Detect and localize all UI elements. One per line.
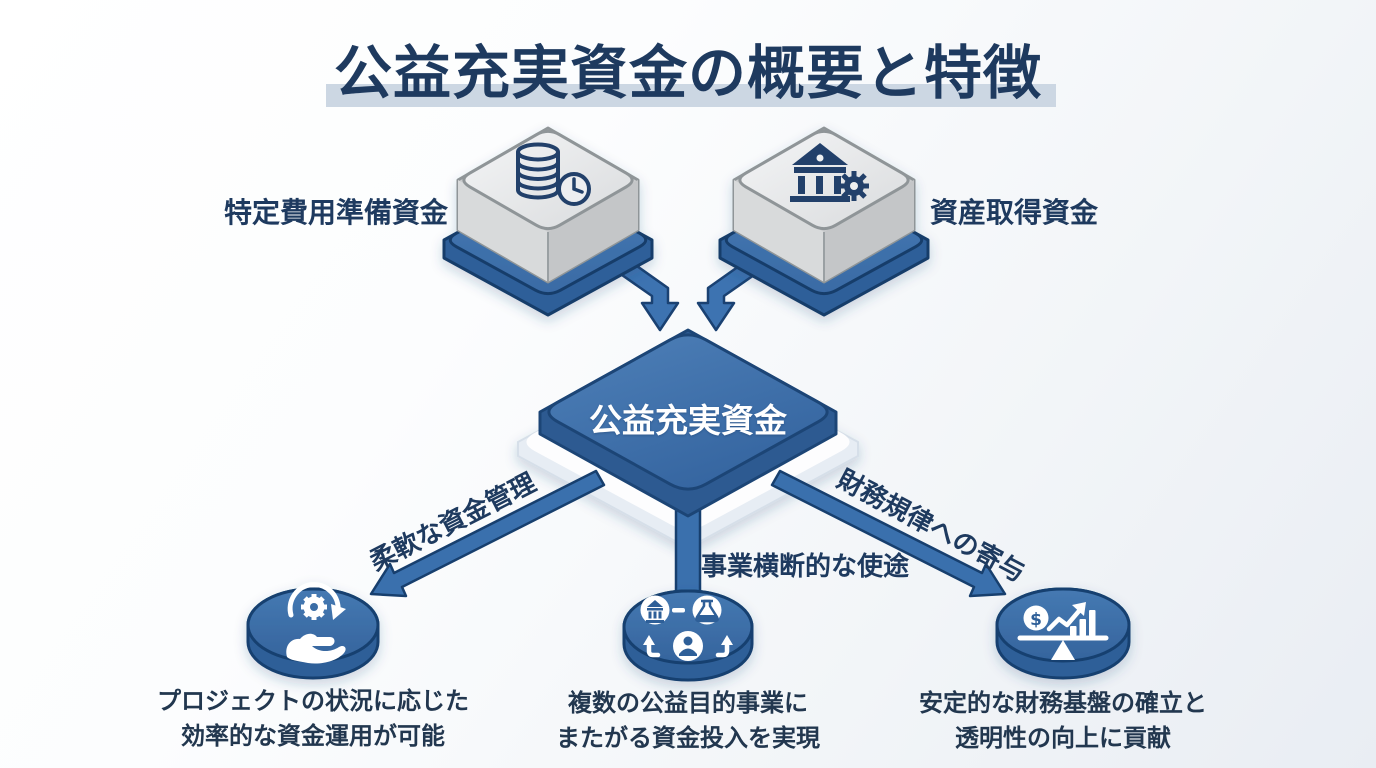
caption-crossuse-line1: 複数の公益目的事業に [568,690,808,717]
coins-clock-icon [516,142,591,206]
source-label-asset-fund: 資産取得資金 [930,197,1099,228]
hand-gear-cycle-icon [286,582,346,664]
benefit-disc-crossuse [622,589,754,682]
center-to-benefit-connectors [369,469,1007,620]
source-box-reserve-fund [442,126,654,317]
title-highlight-band [326,84,1056,107]
caption-crossuse: 複数の公益目的事業に またがる資金投入を実現 [528,686,848,756]
benefit-disc-flexible [246,582,380,680]
caption-discipline-line1: 安定的な財務基盤の確立と [919,690,1207,717]
center-diamond-label: 公益充実資金 [589,402,787,439]
caption-flexible: プロジェクトの状況に応じた 効率的な資金運用が可能 [153,684,473,754]
caption-crossuse-line2: またがる資金投入を実現 [556,725,820,752]
caption-flexible-line1: プロジェクトの状況に応じた [157,688,469,715]
branch-label-crossuse: 事業横断的な使途 [701,551,910,581]
caption-discipline: 安定的な財務基盤の確立と 透明性の向上に貢献 [903,686,1223,756]
caption-discipline-line2: 透明性の向上に貢献 [955,725,1171,752]
balance-growth-icon: $ [1017,602,1109,660]
bank-gear-icon [790,143,869,202]
source-box-asset-fund [718,126,930,317]
multi-entity-cycle-icon [640,595,733,661]
left-branch-arrow [369,469,606,598]
page-title: 公益充実資金の概要と特徴 [333,41,1042,106]
right-branch-arrow [770,469,1007,598]
dollar-glyph: $ [1030,610,1042,630]
benefit-disc-discipline: $ [995,587,1131,680]
source-label-reserve-fund: 特定費用準備資金 [223,197,448,228]
center-diamond [538,328,838,518]
caption-flexible-line2: 効率的な資金運用が可能 [181,723,445,750]
